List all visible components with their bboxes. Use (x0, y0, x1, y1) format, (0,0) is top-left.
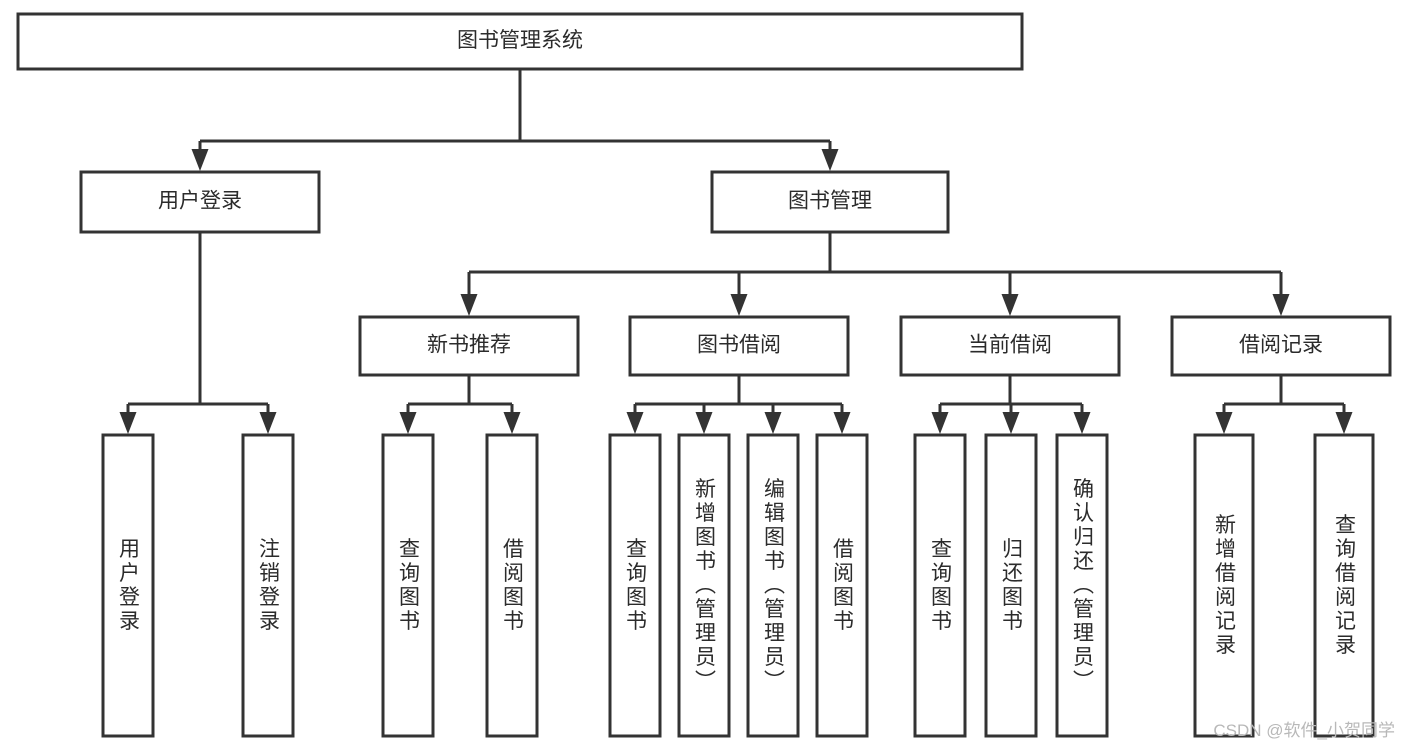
edges-layer (119, 69, 1353, 434)
node-current-borrow[interactable]: 当前借阅 (899, 315, 1121, 377)
node-label: 新增借阅记录 (1212, 514, 1236, 658)
node-box (358, 315, 580, 377)
node-label: 当前借阅 (968, 334, 1052, 357)
node-user-login[interactable]: 用户登录 (79, 170, 321, 234)
node-box (677, 433, 731, 738)
node-leaf-query-book-3[interactable]: 查询图书 (913, 433, 967, 738)
node-label: 编辑图书（管理员） (761, 478, 785, 694)
node-box (746, 433, 800, 738)
node-box (16, 12, 1024, 71)
node-box (815, 433, 869, 738)
node-label: 用户登录 (116, 538, 140, 634)
node-box (710, 170, 950, 234)
node-label: 借阅记录 (1239, 334, 1323, 357)
node-leaf-query-book-1[interactable]: 查询图书 (381, 433, 435, 738)
node-leaf-add-book[interactable]: 新增图书（管理员） (677, 433, 731, 738)
node-borrow-record[interactable]: 借阅记录 (1170, 315, 1392, 377)
node-box (608, 433, 662, 738)
node-label: 查询图书 (396, 538, 420, 634)
node-leaf-user-logout[interactable]: 注销登录 (241, 433, 295, 738)
node-leaf-user-login[interactable]: 用户登录 (101, 433, 155, 738)
node-box (485, 433, 539, 738)
node-box (1193, 433, 1255, 738)
node-label: 归还图书 (999, 538, 1023, 634)
node-leaf-edit-book[interactable]: 编辑图书（管理员） (746, 433, 800, 738)
node-leaf-query-record[interactable]: 查询借阅记录 (1313, 433, 1375, 738)
node-leaf-confirm-return[interactable]: 确认归还（管理员） (1055, 433, 1109, 738)
node-label: 查询借阅记录 (1332, 514, 1356, 658)
node-leaf-return-book[interactable]: 归还图书 (984, 433, 1038, 738)
node-label: 查询图书 (623, 538, 647, 634)
node-root[interactable]: 图书管理系统 (16, 12, 1024, 71)
node-box (628, 315, 850, 377)
node-box (241, 433, 295, 738)
node-leaf-query-book-2[interactable]: 查询图书 (608, 433, 662, 738)
node-label: 图书管理系统 (457, 29, 583, 52)
node-label: 图书借阅 (697, 334, 781, 357)
node-leaf-add-record[interactable]: 新增借阅记录 (1193, 433, 1255, 738)
node-leaf-borrow-book-1[interactable]: 借阅图书 (485, 433, 539, 738)
node-leaf-borrow-book-2[interactable]: 借阅图书 (815, 433, 869, 738)
node-label: 用户登录 (158, 190, 242, 213)
node-book-borrow[interactable]: 图书借阅 (628, 315, 850, 377)
node-label: 图书管理 (788, 190, 872, 213)
node-box (1313, 433, 1375, 738)
node-box (79, 170, 321, 234)
node-label: 查询图书 (928, 538, 952, 634)
node-box (1055, 433, 1109, 738)
node-box (913, 433, 967, 738)
node-box (101, 433, 155, 738)
nodes-layer: 图书管理系统用户登录图书管理新书推荐图书借阅当前借阅借阅记录用户登录注销登录查询… (16, 12, 1392, 738)
node-box (899, 315, 1121, 377)
node-label: 借阅图书 (830, 538, 854, 634)
node-box (984, 433, 1038, 738)
node-label: 确认归还（管理员） (1070, 478, 1094, 694)
node-label: 新书推荐 (427, 334, 511, 357)
node-label: 借阅图书 (500, 538, 524, 634)
node-new-book-rec[interactable]: 新书推荐 (358, 315, 580, 377)
node-box (381, 433, 435, 738)
node-box (1170, 315, 1392, 377)
node-book-manage[interactable]: 图书管理 (710, 170, 950, 234)
node-label: 注销登录 (256, 538, 280, 634)
node-label: 新增图书（管理员） (692, 478, 716, 694)
